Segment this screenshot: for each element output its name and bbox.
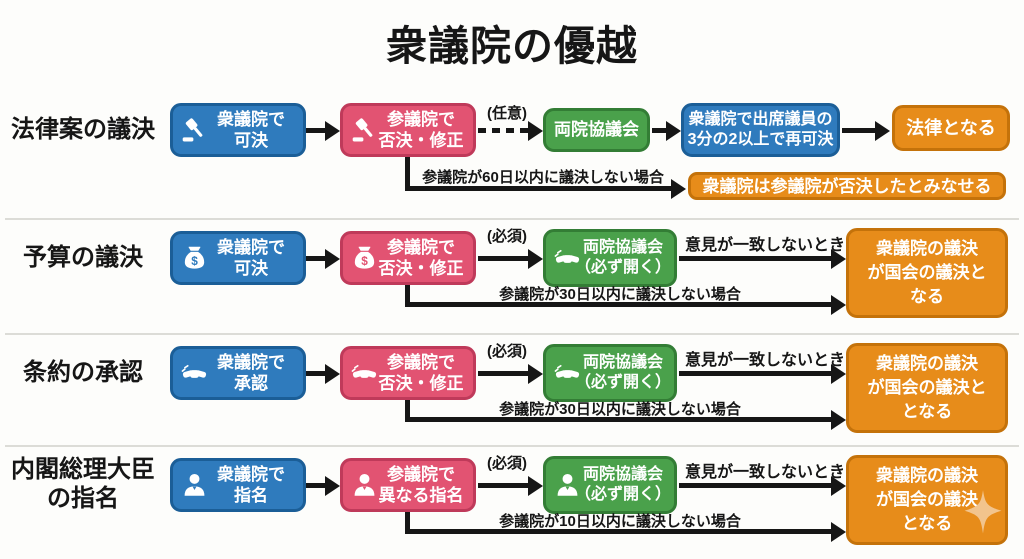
person-icon (181, 472, 208, 499)
gavel-icon (181, 117, 208, 144)
deemed-rejected-box: 衆議院は参議院が否決したとみなせる (688, 172, 1006, 200)
arrow-committee-to-repass (652, 120, 681, 141)
row-divider (5, 218, 1019, 220)
arrow-senate-to-committee (478, 363, 543, 384)
timeout-label: 参議院が10日以内に議決しない場合 (499, 513, 741, 530)
gavel-icon (351, 117, 378, 144)
svg-text:$: $ (191, 254, 198, 268)
handshake-icon (351, 360, 378, 387)
law-result-box: 法律となる (892, 105, 1010, 151)
person-icon (351, 472, 378, 499)
joint-committee-box: 両院協議会 (543, 108, 650, 152)
row-treaty-approval: 条約の承認 衆議院で承認 参議院で否決・修正 (必須) 両院協議会（必ず開く） … (0, 333, 1024, 445)
timeout-arrow (405, 178, 686, 199)
timeout-connector (405, 512, 410, 534)
row-divider (5, 333, 1019, 335)
handshake-icon (554, 245, 581, 272)
arrow-committee-to-result (679, 363, 846, 384)
timeout-arrow (405, 521, 846, 542)
arrow-repass-to-law (842, 120, 890, 141)
arrow-house-to-senate (306, 475, 340, 496)
arrow-senate-to-committee (478, 120, 543, 141)
timeout-connector (405, 157, 410, 191)
timeout-label: 参議院が30日以内に議決しない場合 (499, 401, 741, 418)
handshake-icon (181, 360, 208, 387)
timeout-arrow (405, 294, 846, 315)
arrow-house-to-senate (306, 120, 340, 141)
moneybag-icon: $ (181, 245, 208, 272)
house-approve-box: 衆議院で承認 (170, 346, 306, 400)
required-label: (必須) (487, 343, 527, 360)
arrow-committee-to-result (679, 248, 846, 269)
senate-reject-box: 参議院で否決・修正 (340, 346, 476, 400)
result-box: 衆議院の議決が国会の議決ととなる (846, 343, 1008, 433)
joint-committee-box: 両院協議会（必ず開く） (543, 344, 677, 402)
row-divider (5, 445, 1019, 447)
person-icon (554, 472, 581, 499)
moneybag-icon: $ (351, 245, 378, 272)
joint-committee-box: 両院協議会（必ず開く） (543, 456, 677, 514)
row-label: 内閣総理大臣 の指名 (11, 456, 155, 512)
required-label: (必須) (487, 228, 527, 245)
arrow-senate-to-committee (478, 475, 543, 496)
result-box: 衆議院の議決が国会の議決となる (846, 455, 1008, 545)
page-title: 衆議院の優越 (386, 23, 638, 69)
timeout-connector (405, 285, 410, 307)
row-label: 予算の議決 (23, 243, 143, 271)
arrow-committee-to-result (679, 475, 846, 496)
required-label: (必須) (487, 455, 527, 472)
senate-reject-box: 参議院で否決・修正 (340, 103, 476, 157)
senate-reject-box: $ 参議院で否決・修正 (340, 231, 476, 285)
timeout-arrow (405, 409, 846, 430)
row-label: 条約の承認 (23, 358, 143, 386)
timeout-label: 参議院が30日以内に議決しない場合 (499, 286, 741, 303)
handshake-icon (554, 360, 581, 387)
sparkle-icon (957, 488, 1009, 540)
row-bill-vote: 法律案の議決 衆議院で可決 参議院で否決・修正 (任意) 両院協議会 衆議院で出… (0, 96, 1024, 218)
arrow-senate-to-committee (478, 248, 543, 269)
senate-different-box: 参議院で異なる指名 (340, 458, 476, 512)
house-pass-box: $ 衆議院で可決 (170, 231, 306, 285)
disagree-label: 意見が一致しないとき (684, 352, 845, 369)
disagree-label: 意見が一致しないとき (684, 464, 845, 481)
arrow-house-to-senate (306, 248, 340, 269)
svg-text:$: $ (361, 254, 368, 268)
row-budget-vote: 予算の議決 $ 衆議院で可決 $ 参議院で否決・修正 (必須) 両院協議会（必ず… (0, 218, 1024, 333)
house-pass-box: 衆議院で可決 (170, 103, 306, 157)
arrow-house-to-senate (306, 363, 340, 384)
house-designate-box: 衆議院で指名 (170, 458, 306, 512)
joint-committee-box: 両院協議会（必ず開く） (543, 229, 677, 287)
result-box: 衆議院の議決が国会の議決となる (846, 228, 1008, 318)
timeout-label: 参議院が60日以内に議決しない場合 (422, 169, 664, 186)
row-pm-designation: 内閣総理大臣 の指名 衆議院で指名 参議院で異なる指名 (必須) 両院協議会（必… (0, 445, 1024, 559)
disagree-label: 意見が一致しないとき (684, 237, 845, 254)
optional-label: (任意) (487, 105, 527, 122)
row-label: 法律案の議決 (11, 115, 155, 143)
timeout-connector (405, 400, 410, 422)
